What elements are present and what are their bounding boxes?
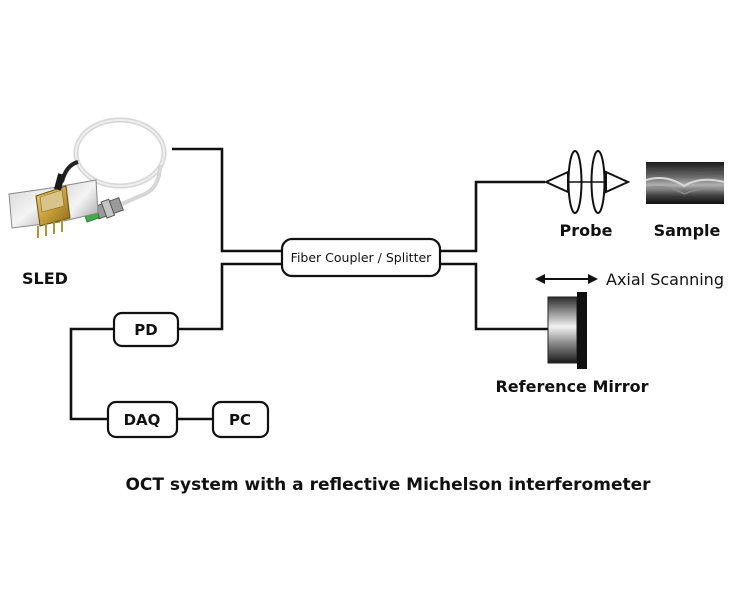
daq-box: DAQ — [106, 400, 179, 439]
probe-label: Probe — [560, 221, 613, 240]
axial-scanning-label: Axial Scanning — [606, 270, 724, 289]
pc-label: PC — [229, 411, 251, 429]
axial-scan-arrow — [535, 274, 598, 284]
reference-mirror — [547, 292, 587, 369]
pc-box: PC — [211, 400, 270, 439]
daq-label: DAQ — [124, 411, 161, 429]
sled-device-image — [8, 117, 167, 238]
reference-mirror-label: Reference Mirror — [495, 377, 648, 396]
sample-oct-image — [645, 162, 725, 204]
fiber-connections — [69, 147, 548, 421]
fiber-coupler: Fiber Coupler / Splitter — [280, 237, 442, 278]
sample-label: Sample — [654, 221, 721, 240]
sled-label: SLED — [22, 269, 68, 288]
probe-lenses — [543, 150, 631, 214]
pd-label: PD — [134, 321, 157, 339]
figure-caption: OCT system with a reflective Michelson i… — [125, 475, 651, 495]
fiber-coupler-label: Fiber Coupler / Splitter — [291, 250, 432, 265]
photodetector-box: PD — [112, 311, 180, 348]
